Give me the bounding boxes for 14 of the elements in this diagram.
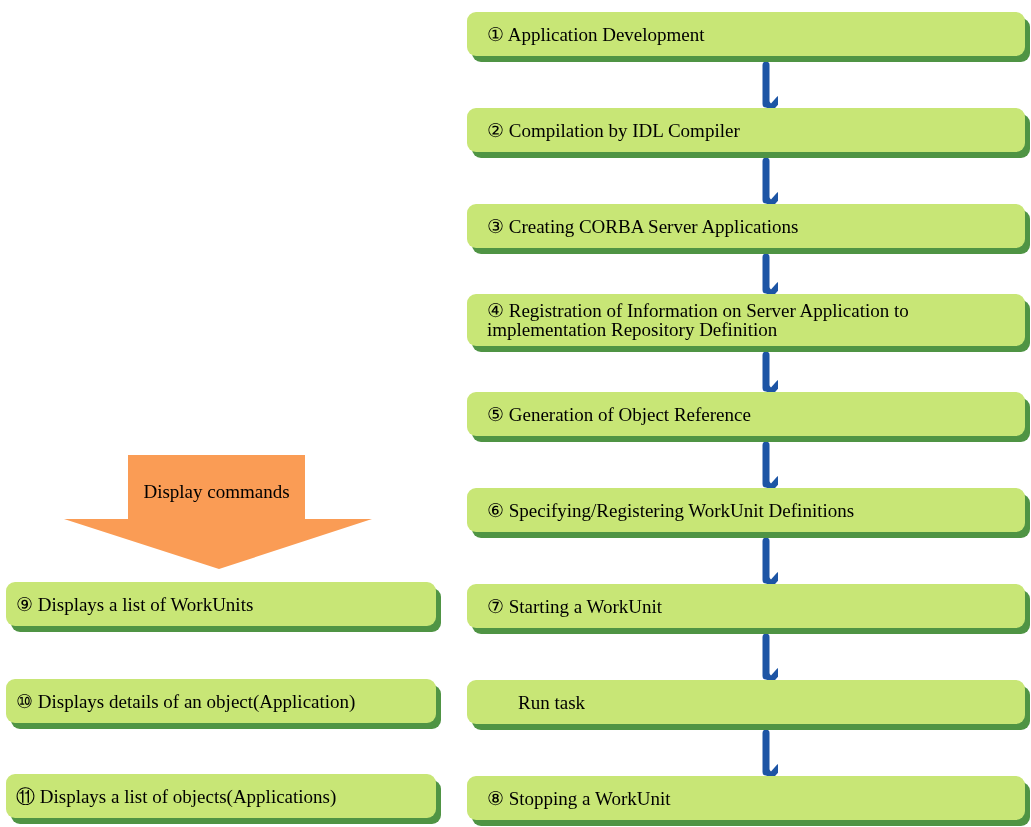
step-label: ⑤ Generation of Object Reference <box>487 404 752 424</box>
step-label: ⑩ Displays details of an object(Application) <box>16 691 357 711</box>
step-label: ⑪ Displays a list of objects(Applications) <box>16 786 338 806</box>
step-label: ⑦ Starting a WorkUnit <box>487 596 664 616</box>
step-label: ⑥ Specifying/Registering WorkUnit Definitions <box>487 500 856 520</box>
arrow-label: Display commands <box>143 481 290 503</box>
step-label: Run task <box>518 692 587 712</box>
step-label: ④ Registration of Information on Server Application to implementation Repository Definition <box>487 301 910 339</box>
block-arrow <box>64 455 372 569</box>
step-label: ③ Creating CORBA Server Applications <box>487 216 800 236</box>
step-label: ② Compilation by IDL Compiler <box>487 120 741 140</box>
step-label: ⑨ Displays a list of WorkUnits <box>16 594 255 614</box>
step-label: ① Application Development <box>487 24 706 44</box>
step-label: ⑧ Stopping a WorkUnit <box>487 788 672 808</box>
